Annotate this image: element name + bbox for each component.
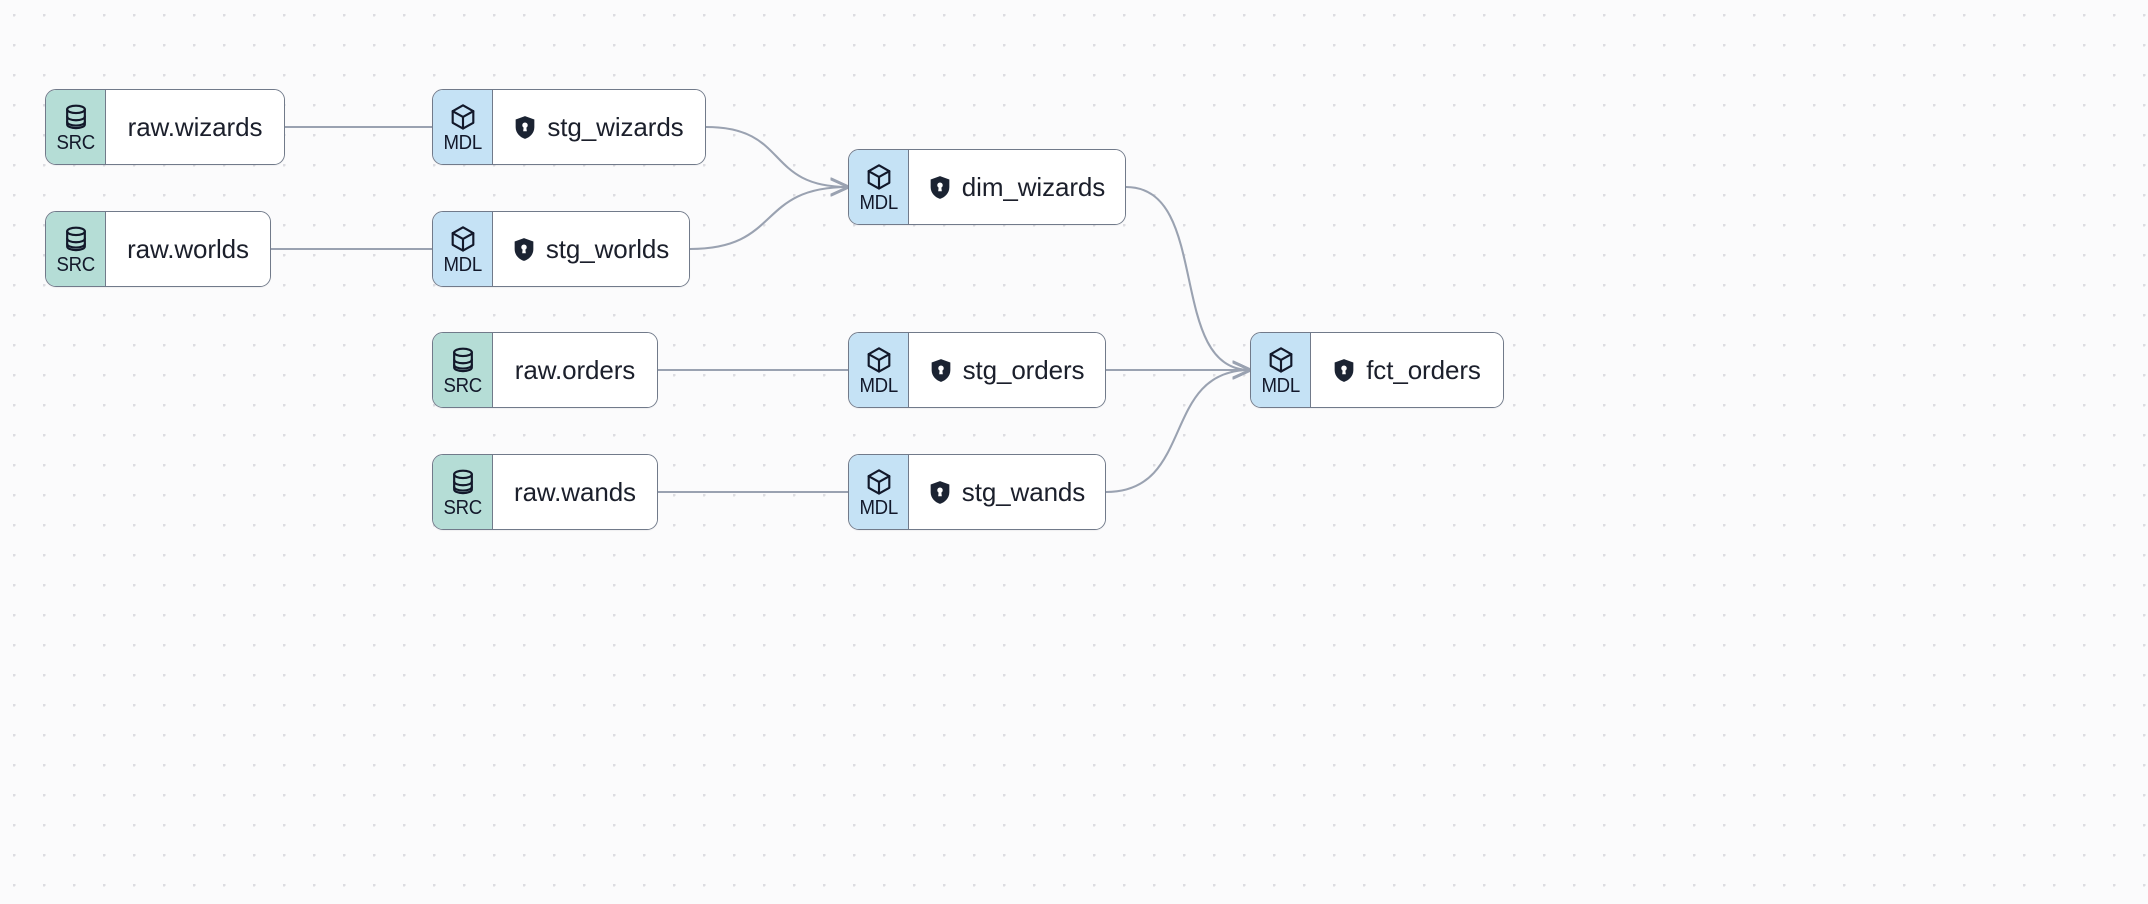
node-raw-wizards[interactable]: SRC raw.wizards — [45, 89, 285, 165]
node-raw-wands[interactable]: SRC raw.wands — [432, 454, 658, 530]
badge-label: SRC — [443, 374, 482, 397]
node-badge-mdl: MDL — [433, 212, 493, 286]
cube-icon — [449, 225, 477, 254]
shield-lock-icon — [514, 115, 536, 140]
node-badge-mdl: MDL — [849, 333, 909, 407]
node-badge-mdl: MDL — [1251, 333, 1311, 407]
node-body: stg_wands — [909, 455, 1105, 529]
badge-label: MDL — [443, 132, 482, 154]
node-badge-src: SRC — [46, 212, 106, 286]
node-badge-mdl: MDL — [849, 455, 909, 529]
cube-icon — [865, 163, 893, 192]
edge-dim-wizards-to-fct-orders — [1124, 185, 1250, 370]
badge-label: MDL — [1261, 375, 1300, 397]
shield-lock-icon — [929, 480, 951, 505]
node-badge-mdl: MDL — [849, 150, 909, 224]
node-label: dim_wizards — [961, 171, 1106, 202]
edge-stg-wizards-to-dim-wizards — [704, 125, 848, 187]
node-stg-orders[interactable]: MDL stg_orders — [848, 332, 1106, 408]
badge-label: SRC — [443, 496, 482, 519]
node-fct-orders[interactable]: MDL fct_orders — [1250, 332, 1504, 408]
edge-stg-wands-to-fct-orders — [1104, 370, 1250, 494]
node-badge-src: SRC — [433, 455, 493, 529]
node-body: raw.orders — [493, 333, 657, 407]
node-body: raw.wands — [493, 455, 657, 529]
node-body: stg_worlds — [493, 212, 689, 286]
node-badge-mdl: MDL — [433, 90, 493, 164]
cube-icon — [1267, 346, 1295, 375]
node-body: dim_wizards — [909, 150, 1125, 224]
node-label: stg_wands — [961, 476, 1086, 507]
node-raw-worlds[interactable]: SRC raw.worlds — [45, 211, 271, 287]
node-body: raw.wizards — [106, 90, 284, 164]
node-stg-wands[interactable]: MDL stg_wands — [848, 454, 1106, 530]
database-icon — [450, 469, 476, 497]
node-raw-orders[interactable]: SRC raw.orders — [432, 332, 658, 408]
node-badge-src: SRC — [433, 333, 493, 407]
badge-label: SRC — [56, 253, 95, 276]
node-label: stg_wizards — [547, 111, 684, 142]
node-stg-wizards[interactable]: MDL stg_wizards — [432, 89, 706, 165]
badge-label: SRC — [56, 131, 95, 154]
node-dim-wizards[interactable]: MDL dim_wizards — [848, 149, 1126, 225]
node-label: raw.wands — [514, 476, 636, 507]
cube-icon — [865, 346, 893, 375]
node-body: fct_orders — [1311, 333, 1503, 407]
cube-icon — [865, 468, 893, 497]
database-icon — [63, 104, 89, 132]
node-badge-src: SRC — [46, 90, 106, 164]
node-label: raw.orders — [514, 354, 636, 385]
cube-icon — [449, 103, 477, 132]
database-icon — [63, 226, 89, 254]
node-label: raw.worlds — [127, 233, 249, 264]
node-label: fct_orders — [1366, 354, 1481, 385]
badge-label: MDL — [859, 192, 898, 214]
badge-label: MDL — [443, 254, 482, 276]
node-stg-worlds[interactable]: MDL stg_worlds — [432, 211, 690, 287]
badge-label: MDL — [859, 497, 898, 519]
database-icon — [450, 347, 476, 375]
node-label: raw.wizards — [127, 111, 263, 142]
edge-stg-worlds-to-dim-wizards — [688, 187, 848, 251]
shield-lock-icon — [1333, 358, 1355, 383]
node-label: stg_worlds — [545, 233, 670, 264]
node-body: stg_wizards — [493, 90, 705, 164]
shield-lock-icon — [513, 237, 535, 262]
node-label: stg_orders — [962, 354, 1085, 385]
shield-lock-icon — [930, 358, 952, 383]
badge-label: MDL — [859, 375, 898, 397]
node-body: stg_orders — [909, 333, 1105, 407]
node-body: raw.worlds — [106, 212, 270, 286]
shield-lock-icon — [929, 175, 951, 200]
